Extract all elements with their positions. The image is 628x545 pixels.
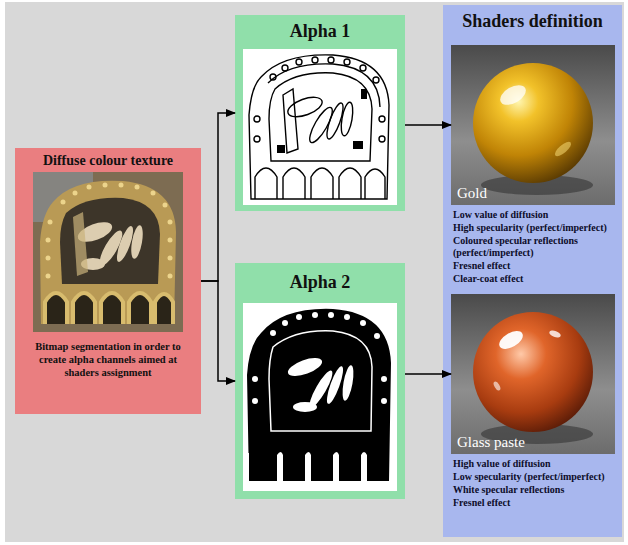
property-item: High value of diffusion (453, 458, 615, 470)
texture-box: Diffuse colour textureBitmap segmentatio… (15, 148, 201, 414)
mosaic-photo (33, 172, 183, 332)
flow-arrow (201, 281, 235, 381)
alpha-box: Alpha 2 (235, 263, 405, 499)
box-title: Alpha 1 (239, 21, 401, 43)
flow-arrow (201, 113, 235, 281)
box-title: Alpha 2 (239, 272, 401, 294)
material-name: Glass paste (457, 434, 525, 451)
property-item: Low specularity (perfect/imperfect) (453, 471, 615, 483)
alpha-mask-filled (243, 303, 397, 491)
alpha-box: Alpha 1 (235, 15, 405, 211)
property-item: Low value of diffusion (453, 209, 615, 221)
property-item: Fresnel effect (453, 497, 615, 509)
render-image: Gold (451, 45, 615, 205)
panel-title: Shaders definition (447, 11, 618, 33)
property-item: Clear-coat effect (453, 273, 615, 285)
shader-panel: Shaders definitionLow value of diffusion… (443, 5, 622, 537)
property-item: Coloured specular reflections (perfect/i… (453, 235, 615, 259)
material-name: Gold (457, 185, 487, 202)
render-image: Glass paste (451, 294, 615, 454)
glass-paste-sphere-render (451, 294, 615, 454)
property-item: High specularity (perfect/imperfect) (453, 222, 615, 234)
box-description: Bitmap segmentation in order to create a… (23, 340, 193, 379)
gold-sphere-render (451, 45, 615, 205)
property-item: White specular reflections (453, 484, 615, 496)
box-title: Diffuse colour texture (19, 153, 197, 170)
alpha-mask-outline (243, 49, 397, 205)
property-item: Fresnel effect (453, 260, 615, 272)
